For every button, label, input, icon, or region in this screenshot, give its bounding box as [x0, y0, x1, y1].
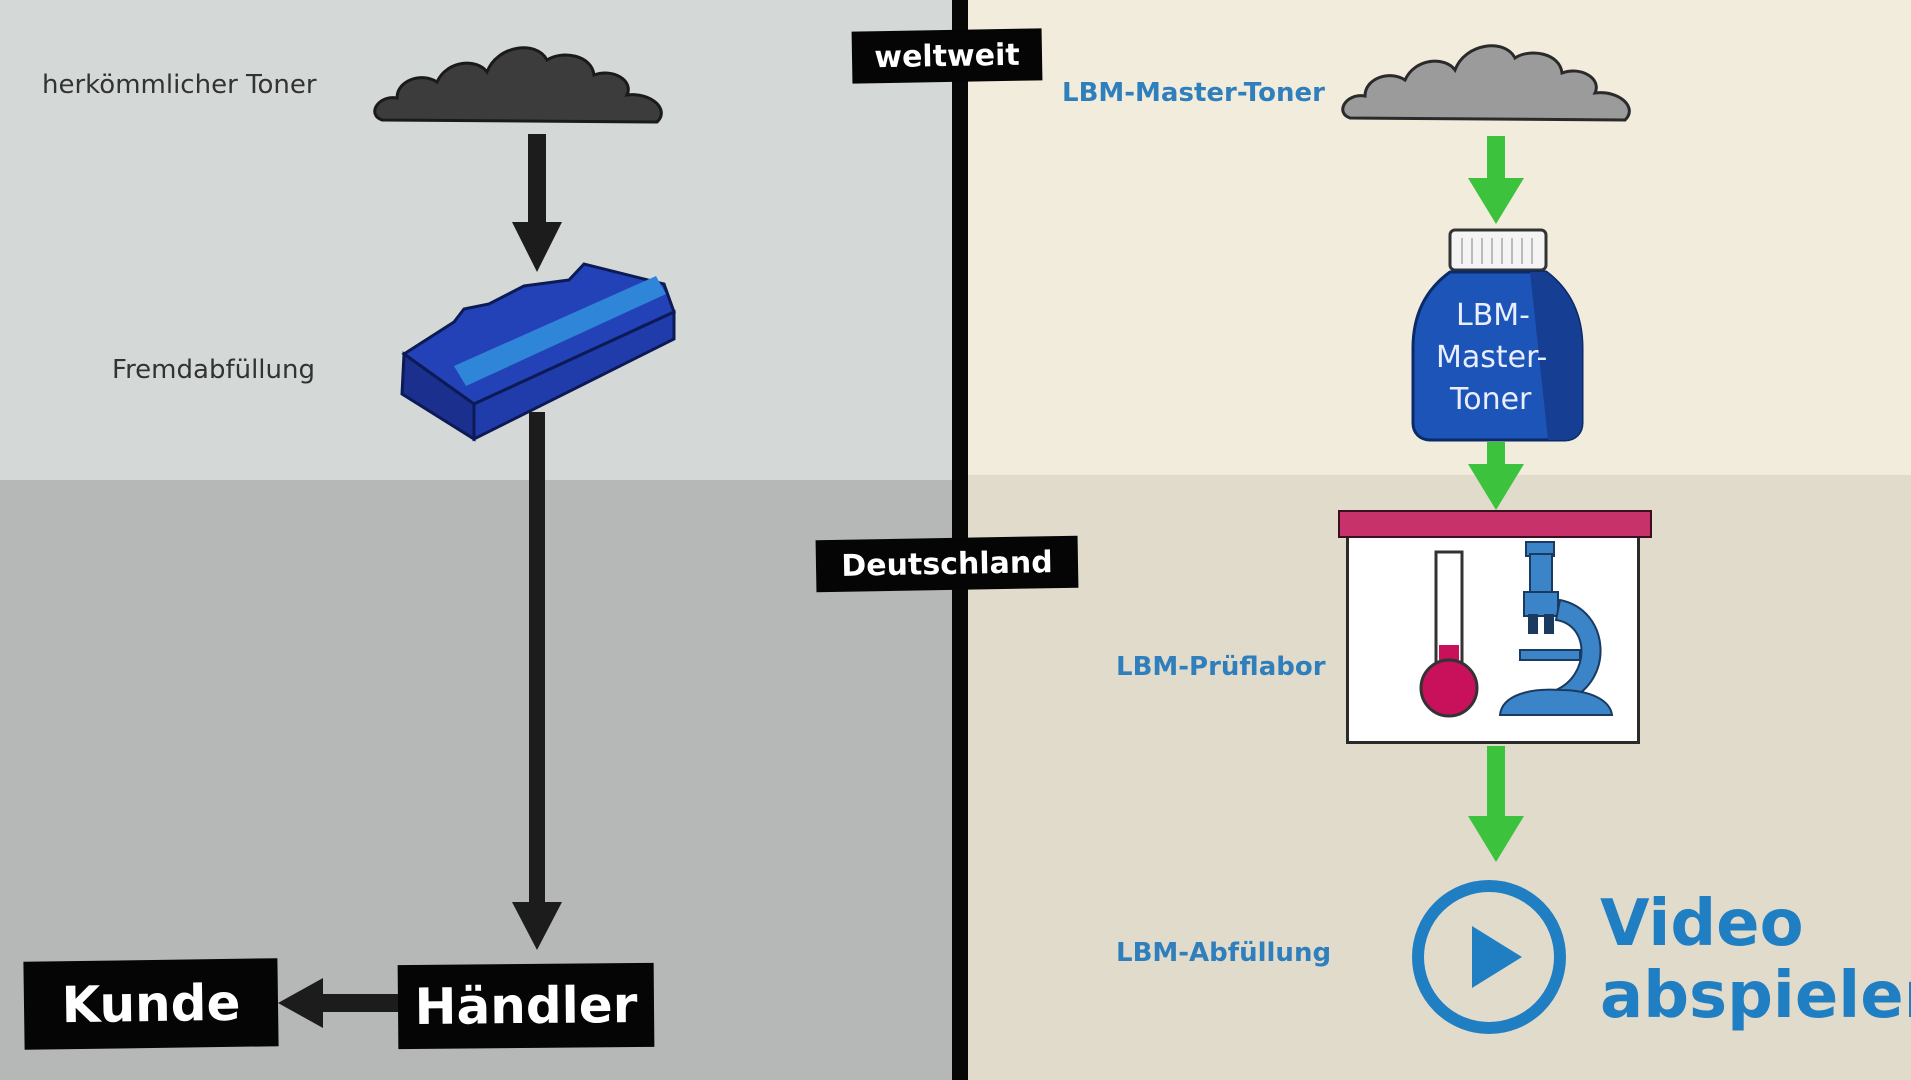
- lbm-master-toner-label: LBM-Master-Toner: [1062, 78, 1325, 108]
- bottle-text-line-2: Master-: [1436, 340, 1548, 375]
- green-arrow-down-icon: [1468, 442, 1524, 510]
- lbm-filling-label: LBM-Abfüllung: [1116, 938, 1332, 968]
- toner-cartridge-icon: [400, 262, 676, 442]
- germany-label: Deutschland: [815, 535, 1079, 593]
- play-video-label-line-2[interactable]: abspielen: [1600, 959, 1911, 1033]
- lab-box-header: [1338, 510, 1652, 538]
- worldwide-label: weltweit: [851, 28, 1043, 84]
- conventional-toner-label: herkömmlicher Toner: [42, 70, 317, 100]
- lbm-test-lab-label: LBM-Prüflabor: [1116, 652, 1326, 682]
- arrow-down-icon: [512, 134, 562, 272]
- play-video-label-line-1[interactable]: Video: [1600, 887, 1804, 961]
- cloud-icon: [1341, 44, 1631, 122]
- arrow-left-icon: [278, 978, 398, 1028]
- bottle-text-line-1: LBM-: [1456, 298, 1531, 333]
- play-icon[interactable]: [1410, 878, 1568, 1036]
- arrow-down-long-icon: [512, 412, 562, 950]
- microscope-icon: [1498, 541, 1614, 716]
- customer-label: Kunde: [23, 958, 279, 1050]
- cloud-icon: [373, 46, 663, 124]
- bottle-text-line-3: Toner: [1450, 382, 1532, 417]
- thermometer-icon: [1419, 550, 1479, 718]
- toner-bottle-icon: [1411, 228, 1584, 442]
- third-party-filling-label: Fremdabfüllung: [112, 355, 315, 385]
- green-arrow-down-icon: [1468, 136, 1524, 224]
- dealer-label: Händler: [397, 962, 655, 1050]
- green-arrow-down-icon: [1468, 746, 1524, 862]
